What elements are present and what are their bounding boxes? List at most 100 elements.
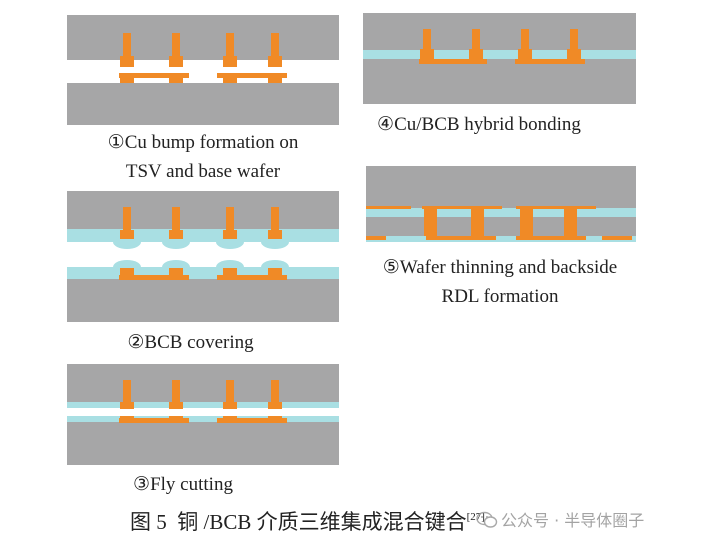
cu-bump: [169, 56, 183, 67]
caption-line: TSV and base wafer: [125, 161, 281, 182]
tsv: [570, 29, 578, 51]
step5-caption: ⑤Wafer thinning and backside RDL formati…: [366, 253, 634, 311]
base-cu-bump: [268, 268, 282, 277]
base-cu-line: [119, 73, 189, 78]
tsv: [271, 33, 279, 57]
step2-diagram: [67, 191, 339, 322]
bcb-bond-layer: [363, 50, 636, 59]
cu-bump: [268, 230, 282, 239]
base-cu-bump: [169, 416, 183, 422]
base-cu-line: [426, 236, 496, 240]
bcb-layer: [67, 402, 339, 408]
bcb-layer: [67, 416, 339, 422]
step4-diagram: [363, 13, 636, 104]
base-cu-bump: [169, 268, 183, 277]
tsv: [172, 380, 180, 404]
base-cu-bump: [120, 416, 134, 422]
tsv: [521, 29, 529, 51]
cu-bond: [469, 49, 483, 59]
cu-bump: [169, 402, 183, 409]
step3-diagram: [67, 364, 339, 465]
cu-bump: [223, 56, 237, 67]
base-cu-line: [602, 236, 632, 240]
tsv: [123, 207, 131, 231]
base-wafer: [67, 279, 339, 322]
figure-label: 图 5: [130, 510, 167, 534]
figure-caption: 图 5 铜 /BCB 介质三维集成混合键合[27]: [130, 506, 485, 536]
base-cu-line: [217, 418, 287, 423]
base-cu-bump: [268, 73, 282, 83]
step4-caption: ④Cu/BCB hybrid bonding: [363, 110, 595, 139]
top-wafer: [67, 191, 339, 229]
base-cu-bump: [268, 416, 282, 422]
cu-bump: [268, 402, 282, 409]
tsv: [471, 208, 484, 236]
step1-caption: ①Cu bump formation on TSV and base wafer: [67, 128, 339, 186]
tsv: [564, 208, 577, 236]
bcb-layer: [67, 229, 339, 242]
step5-cross-section: [366, 166, 636, 242]
base-cu-line: [217, 73, 287, 78]
base-cu-bump: [120, 268, 134, 277]
cu-bump: [120, 56, 134, 67]
caption-line: ②BCB covering: [127, 332, 254, 353]
base-cu-line: [217, 275, 287, 280]
top-wafer: [67, 364, 339, 402]
base-cu-bump: [223, 73, 237, 83]
cu-bump: [223, 402, 237, 409]
backside-rdl: [516, 206, 596, 209]
step4-cross-section: [363, 13, 636, 104]
base-cu-line: [516, 236, 586, 240]
tsv: [472, 29, 480, 51]
base-cu-bump: [169, 73, 183, 83]
step2-caption: ②BCB covering: [67, 328, 314, 357]
base-cu-line: [119, 275, 189, 280]
cu-bump: [268, 56, 282, 67]
tsv: [226, 207, 234, 231]
cu-bond: [567, 49, 581, 59]
tsv: [423, 29, 431, 51]
step3-caption: ③Fly cutting: [67, 470, 299, 499]
bcb-layer: [67, 267, 339, 279]
tsv: [271, 207, 279, 231]
wechat-icon: [476, 511, 498, 533]
backside-rdl: [366, 206, 411, 209]
tsv: [226, 33, 234, 57]
caption-line: ①Cu bump formation on: [107, 132, 299, 153]
base-cu-line: [366, 236, 386, 240]
base-cu-bump: [120, 73, 134, 83]
cu-bump: [223, 230, 237, 239]
step5-diagram: [366, 166, 636, 242]
base-cu-bump: [223, 268, 237, 277]
caption-line: ③Fly cutting: [133, 474, 233, 495]
figure-title: 铜 /BCB 介质三维集成混合键合: [177, 510, 467, 534]
base-wafer: [67, 83, 339, 125]
tsv: [520, 208, 533, 236]
caption-line: ④Cu/BCB hybrid bonding: [377, 114, 581, 135]
cu-bond: [420, 49, 434, 59]
caption-line: ⑤Wafer thinning and backside: [382, 257, 618, 278]
tsv: [172, 33, 180, 57]
watermark-text: 公众号 · 半导体圈子: [501, 511, 645, 530]
step3-cross-section: [67, 364, 339, 465]
top-wafer: [67, 15, 339, 60]
step1-diagram: [67, 15, 339, 125]
watermark: 公众号 · 半导体圈子: [476, 507, 644, 533]
base-wafer: [67, 422, 339, 465]
cu-bump: [169, 230, 183, 239]
base-cu-bump: [223, 416, 237, 422]
base-cu-line: [419, 59, 487, 64]
bcb-layer: [366, 236, 636, 242]
tsv: [172, 207, 180, 231]
tsv: [123, 33, 131, 57]
cu-bump: [120, 402, 134, 409]
bcb-bond-layer: [366, 208, 636, 217]
step1-cross-section: [67, 15, 339, 125]
base-cu-line: [515, 59, 585, 64]
cu-bump: [120, 230, 134, 239]
tsv: [226, 380, 234, 404]
caption-line: RDL formation: [441, 286, 559, 307]
backside-rdl: [422, 206, 502, 209]
tsv: [123, 380, 131, 404]
step2-cross-section: [67, 191, 339, 322]
